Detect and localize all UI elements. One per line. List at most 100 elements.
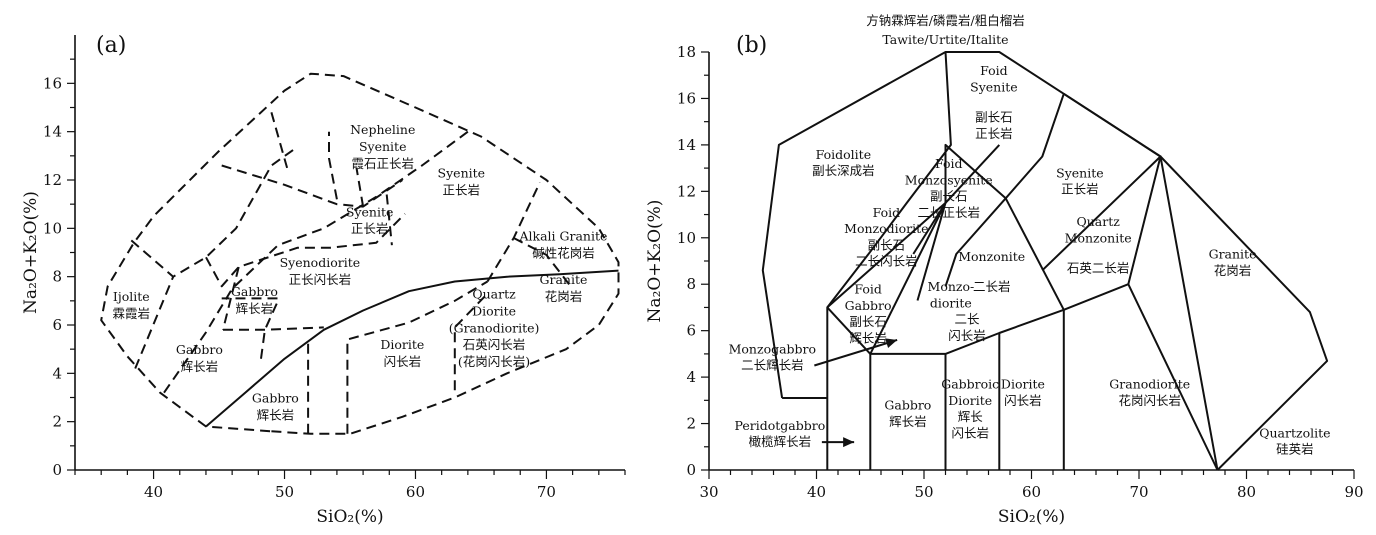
panel-b-field-label: 二长岩 <box>973 279 1011 294</box>
panel-a-solid-boundary <box>205 269 619 428</box>
panel-b-y-tick-label: 14 <box>677 136 696 154</box>
panel-b-field-label: Syenite <box>1056 165 1104 180</box>
panel-a-x-tick-label: 50 <box>275 483 294 501</box>
panel-a-dashed-boundary <box>355 167 365 207</box>
panel-b-field-label: 石英二长岩 <box>1067 261 1130 276</box>
panel-a-y-tick-label: 16 <box>43 74 62 92</box>
panel-a-dashed-boundary <box>221 297 279 359</box>
panel-b-field-label: 副长石 <box>868 237 906 252</box>
panel-b-field-label: Foid <box>935 156 963 171</box>
panel-a-field-label: 石英闪长岩 <box>463 337 526 352</box>
panel-b-x-tick-label: 90 <box>1344 483 1363 501</box>
panel-a-dashed-boundary <box>223 326 324 331</box>
panel-a-dashed-boundary <box>328 131 338 200</box>
panel-b-x-tick-label: 30 <box>699 483 718 501</box>
panel-b-field-label: 正长岩 <box>1061 182 1099 197</box>
panel-a-field-label: Alkali Granite <box>518 228 607 243</box>
panel-b-field-label: Gabbro <box>884 398 931 413</box>
panel-b-x-tick-label: 40 <box>807 483 826 501</box>
panel-b-field-label: 辉长岩 <box>849 330 887 345</box>
panel-b-arrow-label: Monzogabbro <box>729 342 816 357</box>
panel-b-field-label: 闪长岩 <box>948 328 986 343</box>
panel-b-field-label: 二长闪长岩 <box>855 254 918 269</box>
panel-b-field-label: Foid <box>980 63 1008 78</box>
panel-b-y-axis-title: Na₂O+K₂O(%) <box>645 200 665 323</box>
panel-b-x-tick-label: 50 <box>914 483 933 501</box>
panel-b-field-label: 副长石 <box>849 314 887 329</box>
panel-b-field-label: Diorite <box>1001 377 1045 392</box>
panel-b-y-tick-label: 8 <box>686 275 696 293</box>
panel-b-arrow-head <box>843 437 855 448</box>
panel-a-dashed-boundary <box>221 164 403 208</box>
panel-b-x-tick-label: 60 <box>1022 483 1041 501</box>
panel-b-field-label: Granodiorite <box>1109 377 1190 392</box>
panel-a-field-label: Diorite <box>472 303 516 318</box>
panel-a-y-tick-label: 0 <box>52 461 62 479</box>
panel-b-y-tick-label: 0 <box>686 461 696 479</box>
panel-b-panel-label: (b) <box>736 33 767 58</box>
panel-b-field-label: Granite <box>1209 247 1257 262</box>
panel-b-solid-boundary <box>912 202 947 255</box>
panel-a-field-label: (Granodiorite) <box>449 320 540 335</box>
panel-b-field-label: 副长深成岩 <box>812 163 875 178</box>
panel-b-field-label: 二长 <box>954 312 980 327</box>
panel-b-field-label: Diorite <box>948 393 992 408</box>
panel-b-field-label: Foidolite <box>816 147 871 162</box>
panel-a-x-tick-label: 70 <box>537 483 556 501</box>
panel-a-field-label: Syenite <box>346 204 394 219</box>
panel-a-y-tick-label: 12 <box>43 171 62 189</box>
panel-a-dashed-boundary <box>134 276 175 369</box>
panel-b-solid-boundary <box>1004 197 1065 311</box>
panel-b-field-label: Foid <box>873 205 901 220</box>
panel-b-solid-boundary <box>944 197 1007 287</box>
panel-b-field-label: 辉长 <box>958 409 984 424</box>
panel-a-field-label: 正长岩 <box>443 183 481 198</box>
panel-b-solid-boundary <box>1063 92 1219 471</box>
panel-a-y-tick-label: 10 <box>43 219 62 237</box>
panel-a-field-label: Ijolite <box>113 289 150 304</box>
panel-b-y-tick-label: 4 <box>686 368 696 386</box>
panel-a-y-tick-label: 4 <box>52 364 62 382</box>
panel-a-field-label: 碱性花岗岩 <box>532 245 595 260</box>
panel-a-y-tick-label: 14 <box>43 123 62 141</box>
panel-b-arrow-label: Peridotgabbro <box>735 418 826 433</box>
panel-b-field-label: Gabbro <box>845 298 892 313</box>
panel-a-field-label: Granite <box>540 272 588 287</box>
panel-b-field-label: Monzodiorite <box>844 221 928 236</box>
panel-b-field-label: 二长正长岩 <box>917 205 980 220</box>
panel-b-field-label: 硅英岩 <box>1276 442 1314 457</box>
panel-b-field-label: Gabbroic <box>941 377 999 392</box>
panel-a-field-label: 辉长岩 <box>236 301 274 316</box>
panel-a-dashed-boundary <box>100 72 620 435</box>
panel-a-panel-label: (a) <box>96 33 126 58</box>
panel-a-dashed-boundary <box>163 130 469 394</box>
panel-b-top-label: Tawite/Urtite/Italite <box>882 32 1008 47</box>
panel-b-arrow-label: 二长辉长岩 <box>741 358 804 373</box>
panel-b-y-tick-label: 18 <box>677 43 696 61</box>
panel-b-field-label: 辉长岩 <box>889 414 927 429</box>
panel-a-dashed-boundary <box>270 112 289 169</box>
panel-b-arrow-head <box>885 338 898 348</box>
panel-a-field-label: 辉长岩 <box>257 407 295 422</box>
panel-b-field-label: 闪长岩 <box>951 425 989 440</box>
panel-b-y-tick-label: 16 <box>677 89 696 107</box>
panel-a-field-label: Diorite <box>380 337 424 352</box>
panel-a-y-tick-label: 6 <box>52 316 62 334</box>
panel-b-x-axis-title: SiO₂(%) <box>998 507 1065 527</box>
panel-b-field-label: Foid <box>854 282 882 297</box>
panel-a-x-axis-title: SiO₂(%) <box>316 507 383 527</box>
panel-b-field-label: Monzonite <box>958 249 1025 264</box>
panel-b-field-label: Quartz <box>1076 214 1120 229</box>
panel-b-field-label: diorite <box>930 295 972 310</box>
panel-a-field-label: Syenodiorite <box>280 255 361 270</box>
panel-a-field-label: 辉长岩 <box>181 359 219 374</box>
panel-b-field-label: 副长石 <box>975 110 1013 125</box>
panel-b-solid-boundary <box>826 51 952 309</box>
panel-b-y-tick-label: 12 <box>677 182 696 200</box>
panel-a-dashed-boundary <box>205 213 406 288</box>
panel-a-x-tick-label: 40 <box>144 483 163 501</box>
panel-a-field-label: 花岗岩 <box>545 289 583 304</box>
